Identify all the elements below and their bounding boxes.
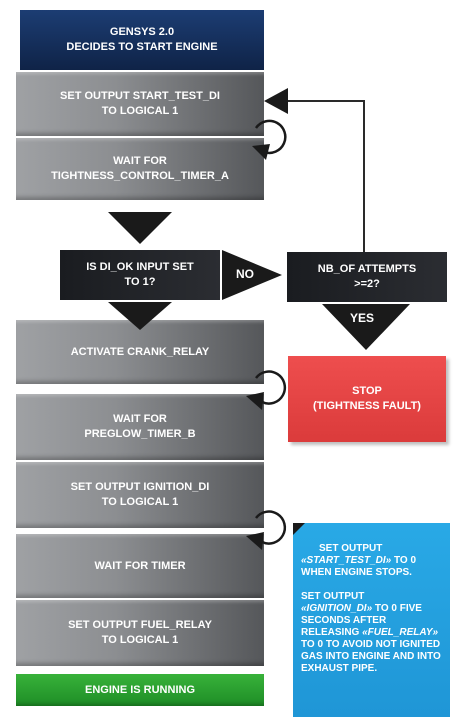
return-line <box>284 100 365 253</box>
note-p1-rest: TO 0 WHEN ENGINE STOPS. <box>301 555 417 578</box>
start-box: GENSYS 2.0 DECIDES TO START ENGINE <box>20 10 264 70</box>
set-fuel-step: SET OUTPUT FUEL_RELAY TO LOGICAL 1 <box>16 600 264 666</box>
engine-running-box: ENGINE IS RUNNING <box>16 674 264 706</box>
note-p1-line1: SET OUTPUT <box>319 543 383 554</box>
note-p2-line1: SET OUTPUT <box>301 591 365 602</box>
stop-box: STOP (TIGHTNESS FAULT) <box>288 356 446 442</box>
set-ignition-step: SET OUTPUT IGNITION_DI TO LOGICAL 1 <box>16 462 264 528</box>
set-start-test-step: SET OUTPUT START_TEST_DI TO LOGICAL 1 <box>16 72 264 136</box>
note-p2-code2: «FUEL_RELAY» <box>362 627 439 638</box>
di-ok-decision: IS DI_OK INPUT SET TO 1? <box>60 250 220 300</box>
note-p2-mid: TO 0 FIVE SECONDS AFTER RELEASING <box>301 603 422 638</box>
wait-preglow-step: WAIT FOR PREGLOW_TIMER_B <box>16 394 264 460</box>
activate-crank-step: ACTIVATE CRANK_RELAY <box>16 320 264 384</box>
note-p1-code: «START_TEST_DI» <box>301 555 392 566</box>
no-label: NO <box>236 267 254 281</box>
yes-label: YES <box>350 311 375 325</box>
wait-timer-step: WAIT FOR TIMER <box>16 534 264 598</box>
note-p2-code1: «IGNITION_DI» <box>301 603 373 614</box>
note-p2-rest: TO 0 TO AVOID NOT IGNITED GAS INTO ENGIN… <box>301 639 441 674</box>
wait-tightness-step: WAIT FOR TIGHTNESS_CONTROL_TIMER_A <box>16 138 264 200</box>
attempts-decision: NB_OF ATTEMPTS >=2? <box>287 252 447 302</box>
note-box: SET OUTPUT «START_TEST_DI» TO 0 WHEN ENG… <box>293 523 450 717</box>
